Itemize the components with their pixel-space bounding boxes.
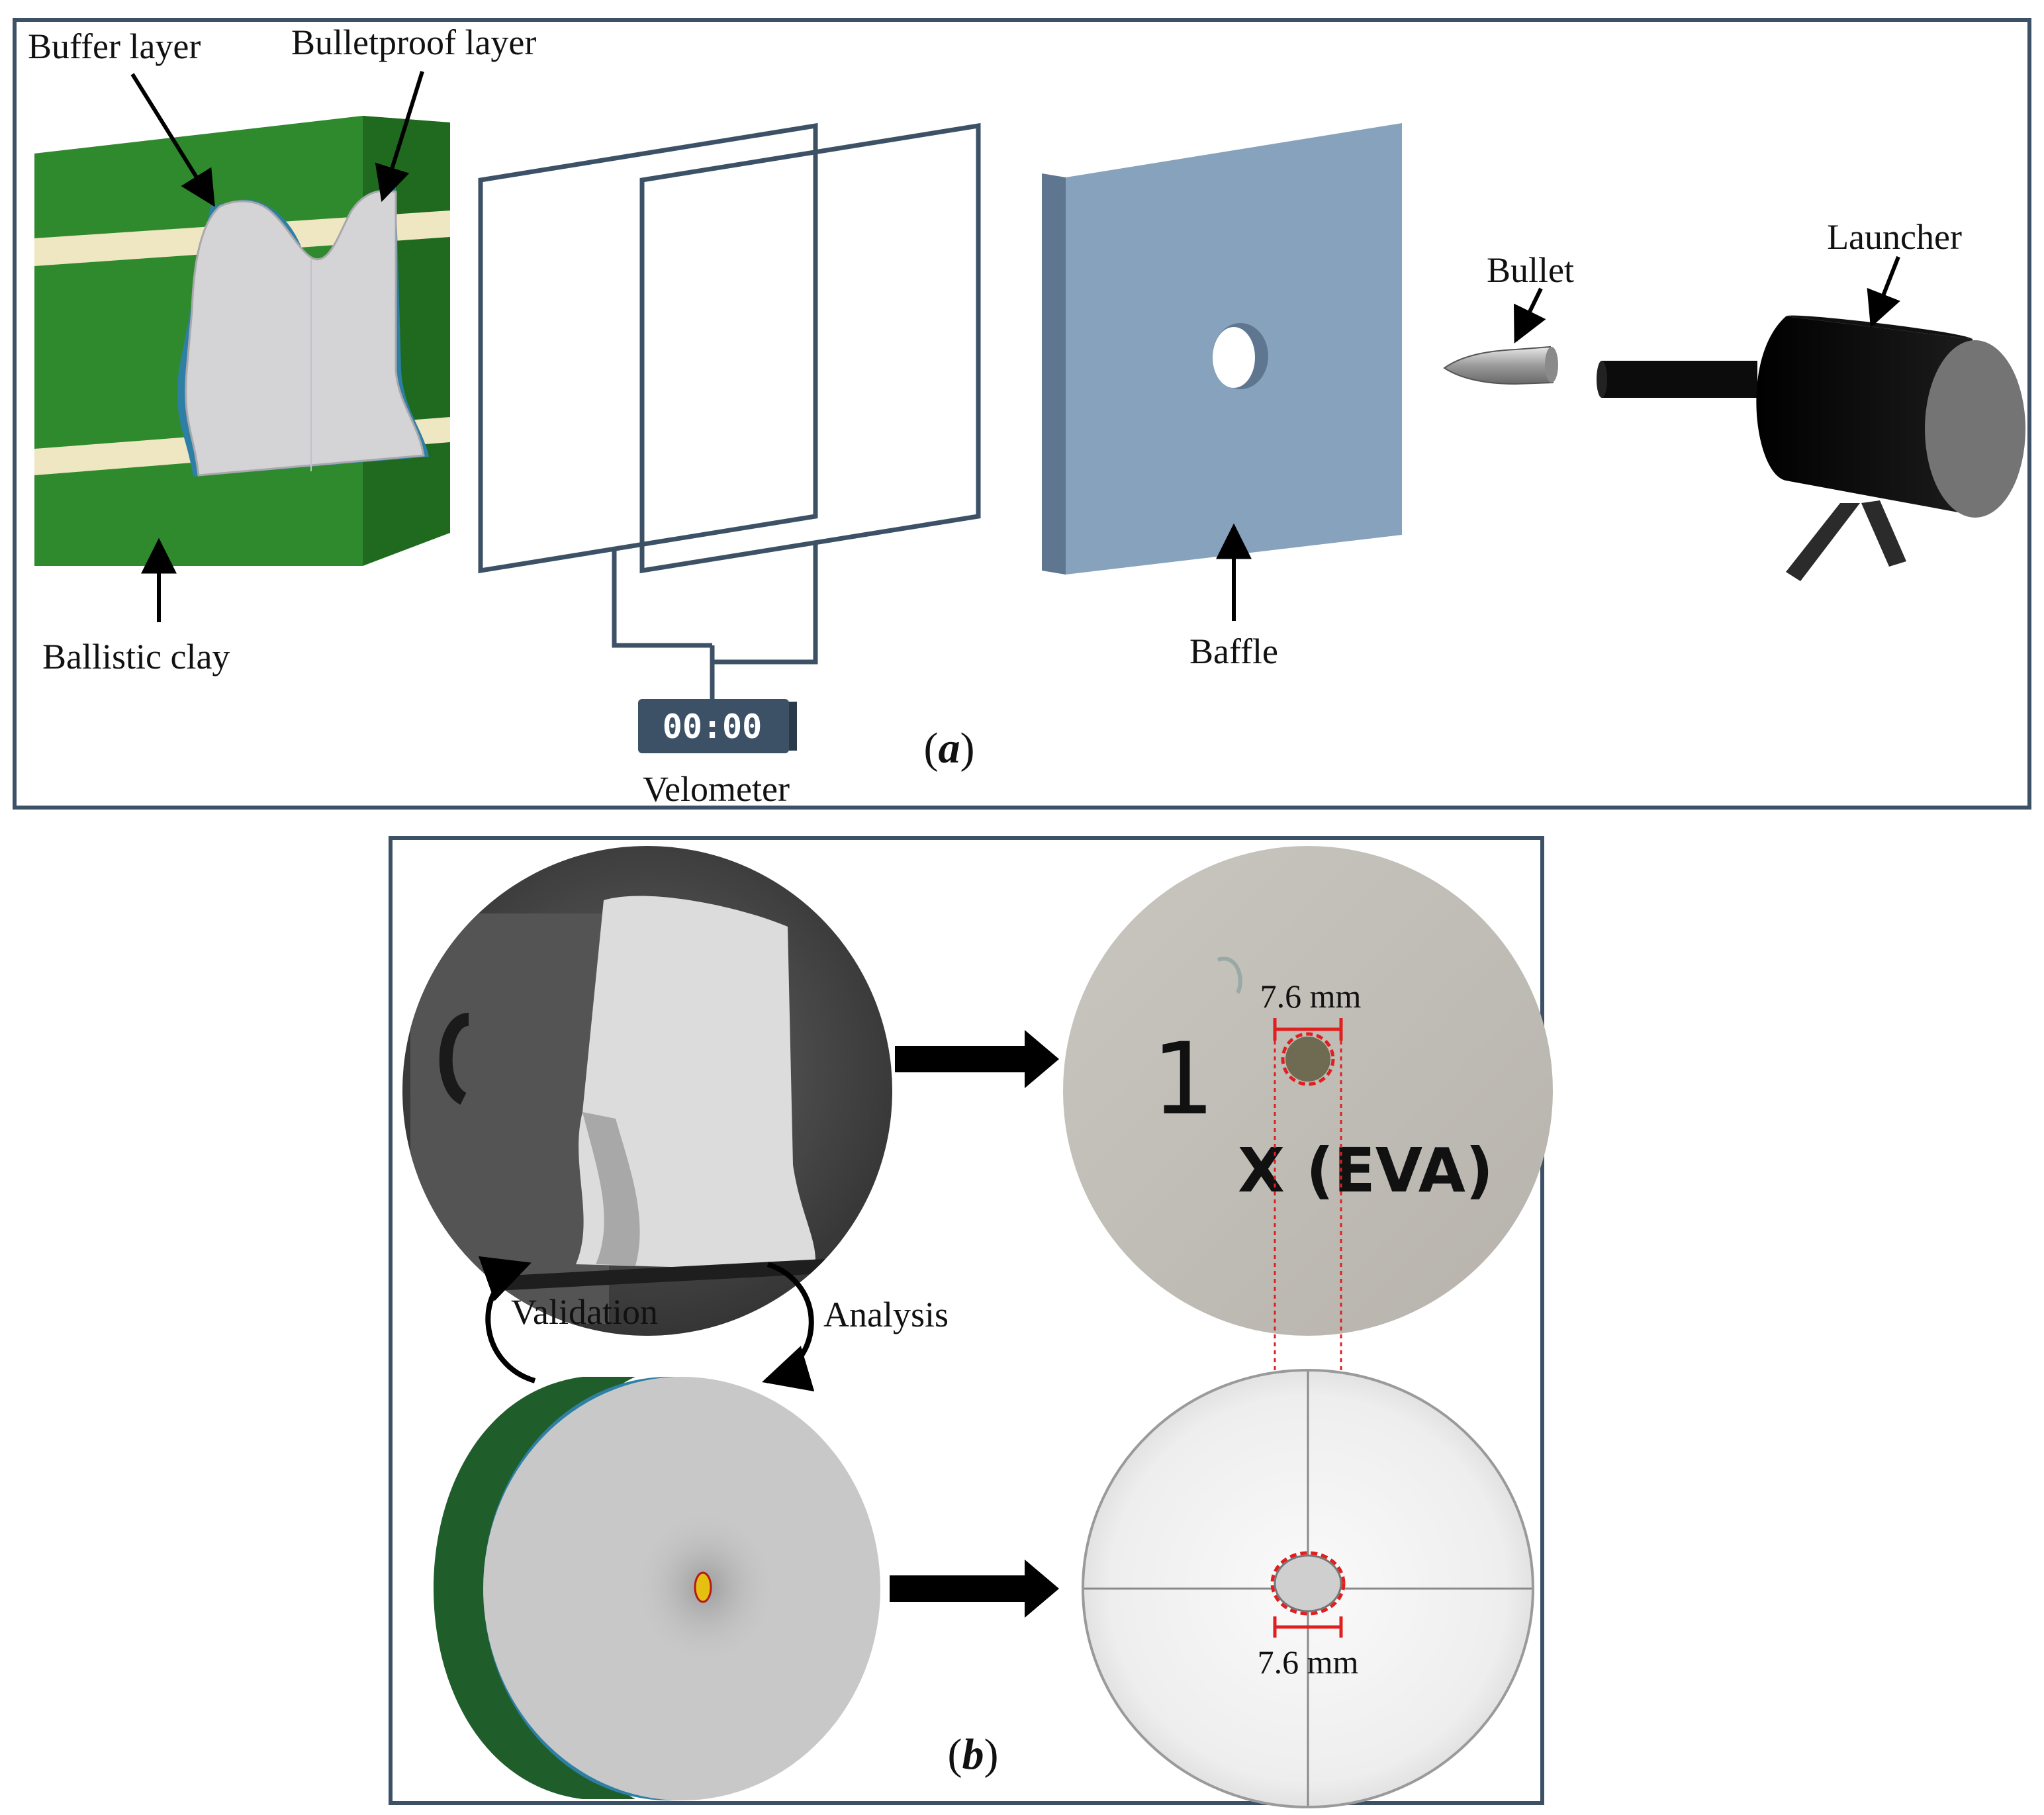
velometer-wire-left	[612, 548, 712, 648]
sample-hole	[1285, 1037, 1330, 1082]
sample-mark: X (EVA)	[1238, 1135, 1493, 1206]
label-ballistic-clay: Ballistic clay	[42, 637, 230, 676]
photo-vest	[576, 896, 816, 1271]
launcher	[1597, 315, 2025, 581]
caption-b-letter: b	[962, 1730, 984, 1779]
launcher-barrel	[1602, 361, 1757, 398]
panel-a: Buffer layer Bulletproof layer Ballistic…	[13, 18, 2031, 810]
arrow-bulletproof-layer	[375, 71, 424, 203]
sample-stain	[1217, 956, 1242, 994]
bullet	[1443, 346, 1558, 385]
sample-number: 1	[1152, 1022, 1215, 1137]
velometer-frame-front	[478, 122, 818, 574]
ballistic-clay-block	[34, 116, 450, 566]
bullet-body	[1443, 346, 1554, 385]
arrow-photo-to-sample	[895, 1030, 1059, 1088]
simulation-model	[434, 1377, 880, 1800]
label-validation: Validation	[511, 1292, 658, 1332]
measure-top-label: 7.6 mm	[1260, 978, 1362, 1015]
caption-b: (b)	[948, 1730, 999, 1779]
panel-b-frame	[389, 836, 1544, 1805]
arrow-model-to-grid	[890, 1559, 1059, 1618]
launcher-barrel-tip	[1597, 361, 1607, 398]
label-launcher: Launcher	[1827, 217, 1962, 257]
label-baffle: Baffle	[1189, 631, 1278, 671]
caption-b-open: (	[948, 1730, 962, 1779]
label-bulletproof-layer: Bulletproof layer	[291, 23, 536, 62]
bullet-base	[1545, 347, 1558, 383]
panel-a-frame	[13, 18, 2031, 810]
simulation-grid: 7.6 mm	[1082, 1369, 1534, 1808]
caption-a-open: (	[924, 724, 939, 772]
caption-a-letter: a	[939, 724, 960, 772]
velometer-device: 00:00	[638, 699, 797, 753]
velometer-frame-back	[639, 122, 981, 574]
model-impact	[694, 1571, 712, 1603]
photo-handle	[439, 1013, 470, 1105]
caption-a: (a)	[924, 724, 975, 772]
panel-b: 1 X (EVA) 7.6 mm Validation Analysis	[389, 836, 1553, 1808]
launcher-body	[1756, 316, 1973, 515]
grid-hole	[1274, 1554, 1342, 1612]
label-velometer: Velometer	[643, 769, 790, 809]
arrow-bullet	[1514, 287, 1546, 344]
measure-bottom-label: 7.6 mm	[1258, 1644, 1359, 1681]
sample-hole-outline	[1281, 1032, 1335, 1086]
experiment-photo	[402, 846, 892, 1336]
photo-vest-shadow	[582, 1112, 640, 1266]
label-analysis: Analysis	[823, 1295, 949, 1334]
velometer-wire-right	[712, 541, 818, 665]
launcher-leg-right	[1861, 500, 1906, 567]
caption-a-close: )	[960, 724, 975, 772]
arrow-analysis	[762, 1262, 815, 1392]
arrow-launcher	[1867, 256, 1900, 328]
label-bullet: Bullet	[1487, 250, 1574, 290]
arrow-buffer-layer	[130, 73, 215, 207]
baffle-side	[1042, 173, 1066, 575]
baffle-hole	[1213, 327, 1255, 388]
arrow-validation	[478, 1256, 536, 1383]
label-buffer-layer: Buffer layer	[28, 26, 201, 66]
baffle	[1042, 123, 1402, 575]
grid-hole-outline	[1270, 1551, 1346, 1616]
caption-b-close: )	[984, 1730, 999, 1779]
sample-disc	[1063, 846, 1553, 1336]
sample-photo: 1 X (EVA) 7.6 mm	[1063, 846, 1553, 1336]
velometer-display: 00:00	[663, 708, 763, 746]
launcher-leg-left	[1786, 503, 1860, 581]
velometer-box	[638, 699, 789, 753]
velometer-frames	[478, 122, 981, 699]
launcher-face	[1925, 340, 2025, 518]
